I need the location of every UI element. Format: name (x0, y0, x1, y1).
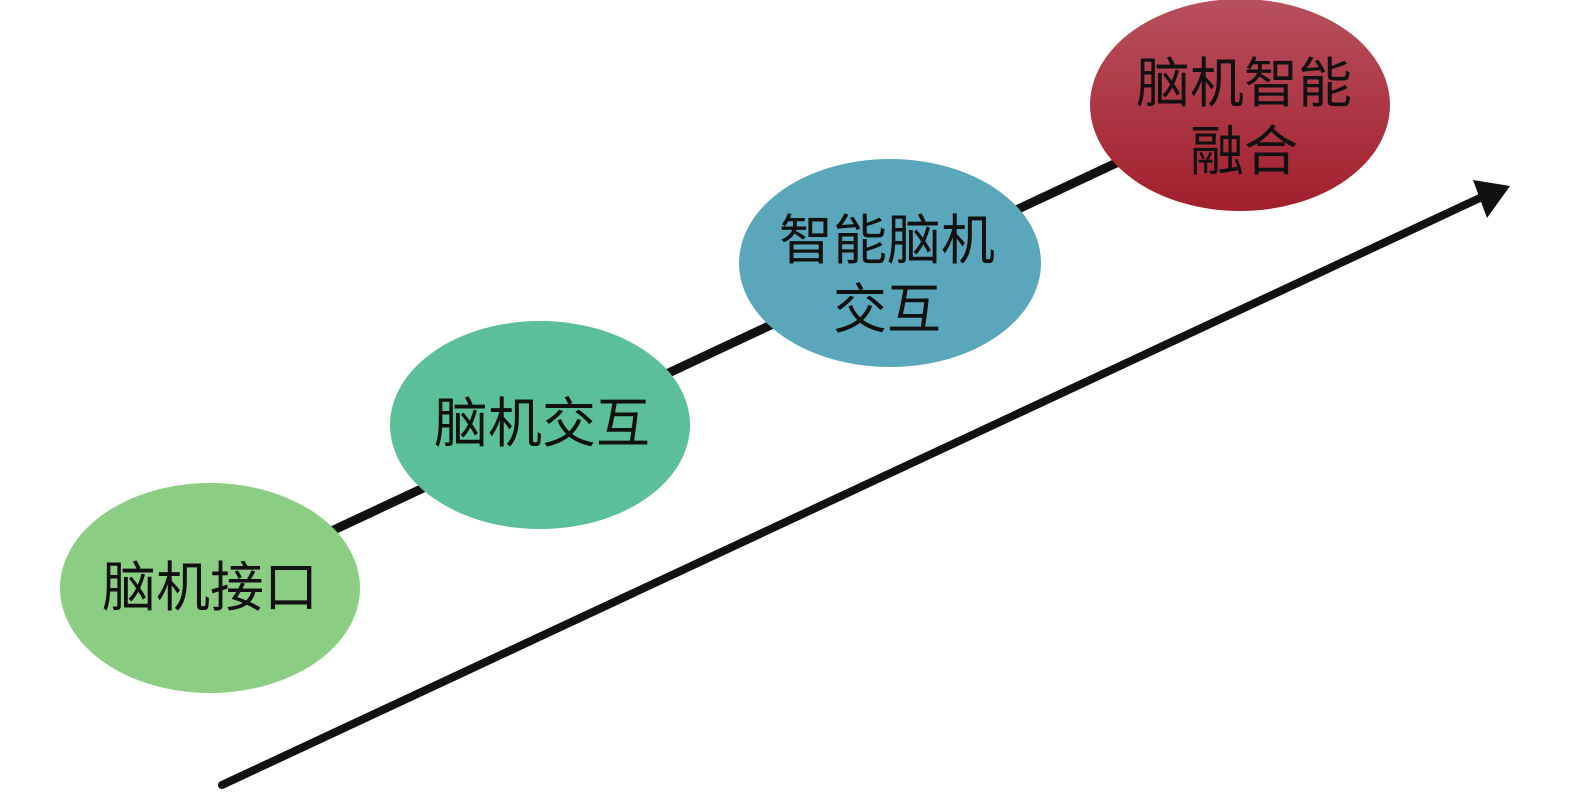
stage-2-bubble (390, 321, 690, 529)
stage-3-bubble (739, 159, 1041, 367)
stage-4-label-line-1: 脑机智能 (1136, 52, 1352, 115)
stage-1-label: 脑机接口 (102, 556, 318, 619)
stage-connector-line (205, 100, 1245, 593)
stage-1-bubble (60, 483, 360, 693)
stage-2-label: 脑机交互 (434, 392, 650, 455)
stage-brain-computer-interface: 脑机接口 (60, 483, 360, 693)
stage-brain-computer-interaction: 脑机交互 (390, 321, 690, 529)
stage-brain-computer-intelligence-fusion: 脑机智能 融合 (1090, 0, 1390, 211)
stage-intelligent-brain-computer-interaction: 智能脑机 交互 (739, 159, 1041, 367)
stage-4-bubble (1090, 0, 1390, 211)
stage-4-label-line-2: 融合 (1190, 120, 1298, 183)
progress-arrow-shaft (218, 193, 1486, 789)
stage-3-label-line-2: 交互 (833, 278, 941, 341)
progress-arrow-head (1473, 180, 1510, 218)
stage-3-label-line-1: 智能脑机 (779, 209, 995, 272)
